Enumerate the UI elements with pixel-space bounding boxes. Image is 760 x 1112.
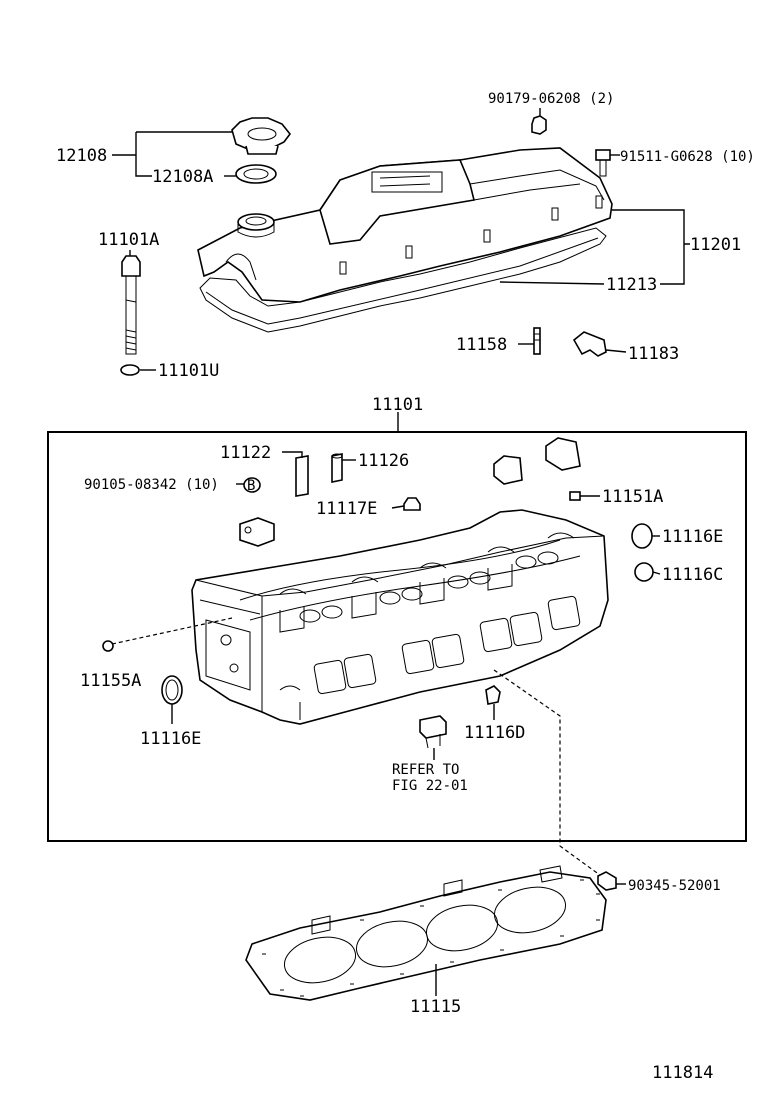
label-11155A: 11155A [80,671,141,691]
figure-number: 111814 [652,1063,713,1083]
label-11151A: 11151A [602,487,663,507]
label-90105: 90105-08342 (10) [84,477,219,493]
label-12108A: 12108A [152,167,213,187]
cylinder-head-box [47,431,747,842]
cylinder-head-cover [197,147,613,333]
label-11158: 11158 [456,335,507,355]
label-11122: 11122 [220,443,271,463]
label-11101: 11101 [372,395,423,415]
label-11117E: 11117E [316,499,377,519]
small-parts: B [102,437,654,749]
label-11183: 11183 [628,344,679,364]
label-11116E-left: 11116E [140,729,201,749]
label-11101A: 11101A [98,230,159,250]
svg-text:B: B [247,478,255,494]
cylinder-head [191,509,609,725]
label-11116C: 11116C [662,565,723,585]
label-refer-to: REFER TO [392,762,459,778]
plug-bolt [597,871,617,891]
cover-nut [531,115,547,135]
label-12108: 12108 [56,146,107,166]
label-90345: 90345-52001 [628,878,721,894]
filler-cap-gasket [235,164,277,184]
head-bolt [121,255,141,355]
label-fig-22-01: FIG 22-01 [392,778,468,794]
label-91511: 91511-G0628 (10) [620,149,755,165]
head-bolt-washer [120,364,140,376]
callout-lines-box [111,451,661,879]
label-11101U: 11101U [158,361,219,381]
oil-filler-cap [231,117,292,155]
label-11201: 11201 [690,235,741,255]
label-11115: 11115 [410,997,461,1017]
label-11116D: 11116D [464,723,525,743]
stud [533,327,541,355]
bracket [572,331,607,357]
label-11213: 11213 [606,275,657,295]
part-labels: 12108 12108A 90179-06208 (2) 91511-G0628… [56,91,755,1083]
callout-lines-top [112,108,690,432]
label-11116E-right: 11116E [662,527,723,547]
label-11126: 11126 [358,451,409,471]
head-gasket [245,865,607,1001]
label-90179: 90179-06208 (2) [488,91,614,107]
cover-bolt [595,149,611,177]
